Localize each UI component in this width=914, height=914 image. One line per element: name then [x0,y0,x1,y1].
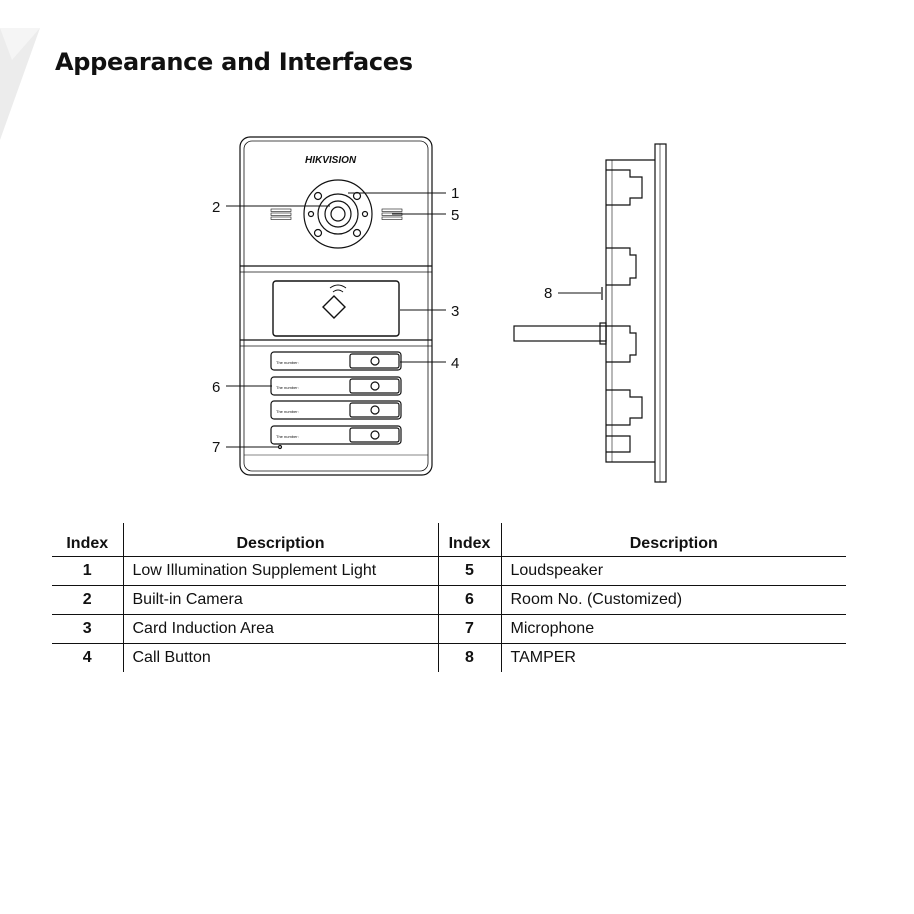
description-cell: Loudspeaker [500,556,846,586]
description-column-header: Description [500,523,846,557]
index-column-header: Index [437,523,501,557]
index-cell: 5 [437,556,501,586]
corner-decoration [0,28,40,140]
index-cell: 6 [437,585,501,615]
brand-logo: HIKVISION [305,155,357,166]
index-cell: 8 [437,643,501,672]
description-column-header: Description [122,523,438,557]
table-header-row: Index Description Index Description [52,523,846,557]
callout-leaders [226,192,601,448]
callout-number: 7 [212,439,220,456]
description-cell: Microphone [500,614,846,644]
room-number-label: The number: [276,385,299,390]
room-number-label: The number: [276,360,299,365]
table-row: 2 Built-in Camera 6 Room No. (Customized… [52,585,846,615]
device-figure: HIKVISION The number: The number: The nu… [212,136,667,483]
callout-number: 5 [451,207,459,224]
description-cell: Low Illumination Supplement Light [122,556,438,586]
description-cell: Room No. (Customized) [500,585,846,615]
callout-number: 6 [212,379,220,396]
front-view [239,136,433,476]
device-diagram: HIKVISION The number: The number: The nu… [212,136,667,483]
description-cell: TAMPER [500,643,846,672]
description-cell: Card Induction Area [122,614,438,644]
room-number-label: The number: [276,434,299,439]
callout-number: 3 [451,303,459,320]
table-row: 3 Card Induction Area 7 Microphone [52,614,846,644]
index-cell: 7 [437,614,501,644]
description-cell: Built-in Camera [122,585,438,615]
room-number-label: The number: [276,409,299,414]
table-row: 4 Call Button 8 TAMPER [52,643,846,672]
callout-number: 2 [212,199,220,216]
index-column-header: Index [52,523,123,557]
call-button-row [270,351,402,445]
table-row: 1 Low Illumination Supplement Light 5 Lo… [52,556,846,586]
side-view [513,143,667,483]
page-title: Appearance and Interfaces [55,48,413,76]
callout-number: 8 [544,285,552,302]
callout-number: 4 [451,355,459,372]
callout-number: 1 [451,185,459,202]
index-cell: 1 [52,556,123,586]
index-cell: 3 [52,614,123,644]
index-cell: 2 [52,585,123,615]
interface-table: Index Description Index Description 1 Lo… [52,523,846,672]
description-cell: Call Button [122,643,438,672]
index-cell: 4 [82,649,92,666]
speaker-grille-left [270,208,292,220]
